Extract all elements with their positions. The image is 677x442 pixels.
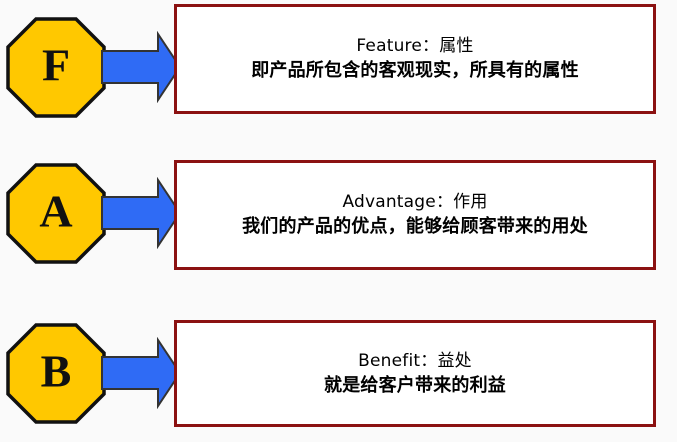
octagon-shape bbox=[6, 17, 106, 118]
arrow-right-f bbox=[100, 31, 182, 103]
benefit-title: Benefit：益处 bbox=[358, 350, 472, 371]
description-box-benefit: Benefit：益处 就是给客户带来的利益 bbox=[174, 320, 656, 427]
badge-letter: F bbox=[42, 40, 70, 91]
advantage-title: Advantage：作用 bbox=[342, 192, 488, 212]
description-box-advantage: Advantage：作用 我们的产品的优点，能够给顾客带来的用处 bbox=[174, 160, 656, 270]
octagon-badge-a: A bbox=[6, 163, 106, 264]
description-box-feature: Feature：属性 即产品所包含的客观现实，所具有的属性 bbox=[174, 4, 656, 114]
arrow-shape bbox=[101, 31, 182, 103]
octagon-badge-b: B bbox=[6, 323, 106, 424]
advantage-description: 我们的产品的优点，能够给顾客带来的用处 bbox=[242, 216, 588, 237]
fab-row-feature: F Feature：属性 即产品所包含的客观现实，所具有的属性 bbox=[0, 0, 677, 130]
arrow-right-a bbox=[100, 177, 182, 249]
feature-title: Feature：属性 bbox=[356, 36, 474, 56]
arrow-shape bbox=[101, 337, 182, 409]
badge-letter: A bbox=[39, 186, 72, 237]
octagon-badge-f: F bbox=[6, 17, 106, 118]
feature-description: 即产品所包含的客观现实，所具有的属性 bbox=[251, 60, 579, 81]
octagon-shape bbox=[6, 323, 106, 424]
arrow-shape bbox=[101, 177, 182, 249]
octagon-shape bbox=[6, 163, 106, 264]
fab-row-advantage: A Advantage：作用 我们的产品的优点，能够给顾客带来的用处 bbox=[0, 155, 677, 280]
badge-letter: B bbox=[41, 346, 72, 397]
fab-row-benefit: B Benefit：益处 就是给客户带来的利益 bbox=[0, 315, 677, 435]
benefit-description: 就是给客户带来的利益 bbox=[324, 374, 506, 396]
arrow-right-b bbox=[100, 337, 182, 409]
